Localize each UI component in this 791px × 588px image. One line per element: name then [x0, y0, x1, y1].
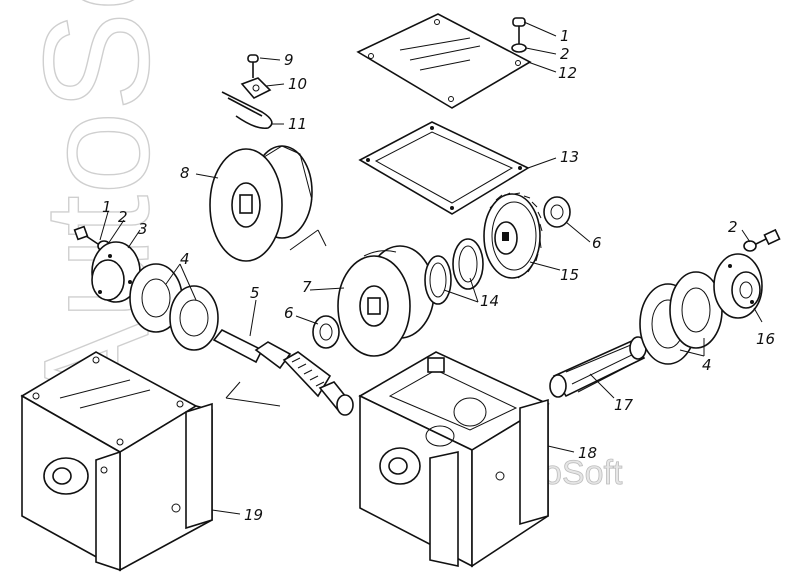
callout-13: 13 [560, 148, 579, 166]
callout-9: 9 [284, 51, 294, 69]
callout-2-left: 2 [118, 208, 128, 226]
callout-6-left: 6 [284, 304, 294, 322]
watermark-large: AutoSoft [11, 0, 180, 421]
svg-text:AutoSoft: AutoSoft [12, 0, 180, 420]
washers-pair [424, 238, 484, 305]
callout-5: 5 [250, 284, 260, 302]
assembly-lines [225, 229, 327, 407]
callout-16: 16 [756, 330, 775, 348]
worm-shaft [212, 328, 354, 416]
cover-plate [356, 13, 532, 109]
gasket [358, 121, 530, 215]
gear [483, 192, 543, 279]
washer-left [312, 315, 340, 349]
callout-15: 15 [560, 266, 579, 284]
callout-19: 19 [244, 506, 263, 524]
callout-1-left: 1 [102, 198, 112, 216]
callout-2-right: 2 [728, 218, 738, 236]
callout-18: 18 [578, 444, 597, 462]
callout-2: 2 [560, 45, 570, 63]
callout-3: 3 [138, 220, 148, 238]
worm-wheel [337, 245, 435, 357]
callout-17: 17 [614, 396, 634, 414]
splined-shaft [549, 336, 647, 398]
right-gaskets [639, 271, 723, 365]
callout-10: 10 [288, 75, 307, 93]
worm-wheel-hub [209, 145, 313, 262]
housing-left [20, 351, 213, 572]
callout-6-right: 6 [592, 234, 602, 252]
callout-4-left: 4 [180, 250, 190, 268]
callout-7: 7 [302, 278, 312, 296]
leader-lines [99, 21, 763, 515]
callout-1: 1 [560, 27, 570, 45]
right-flange [713, 228, 781, 319]
left-flange [73, 225, 141, 303]
callout-12: 12 [558, 64, 577, 82]
callout-4-right: 4 [702, 356, 712, 374]
clip-assembly [221, 54, 273, 130]
washer-right [543, 196, 571, 228]
screw-top [511, 17, 527, 53]
callout-14: 14 [480, 292, 499, 310]
housing-middle [358, 351, 550, 568]
callout-labels: 1 2 12 9 10 11 13 8 1 2 3 4 5 7 6 14 15 … [102, 27, 775, 524]
callout-8: 8 [180, 164, 190, 182]
callout-11: 11 [288, 115, 307, 133]
left-gaskets [129, 263, 219, 351]
